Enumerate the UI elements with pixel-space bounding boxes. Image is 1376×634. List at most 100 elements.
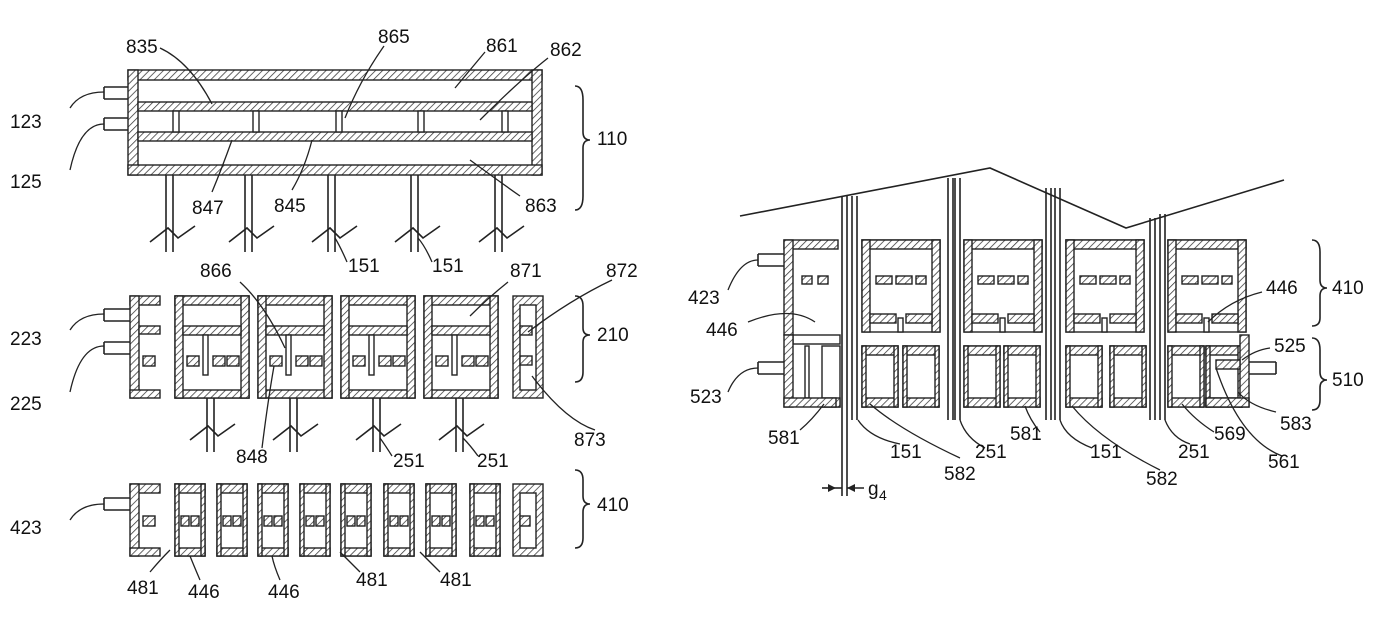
bracket-210 bbox=[574, 295, 591, 383]
bracket-410-left bbox=[574, 469, 591, 549]
cell-410-8 bbox=[469, 483, 501, 557]
label-481-a: 481 bbox=[127, 578, 159, 599]
housing-left-wall bbox=[127, 69, 139, 176]
lower-cell-1 bbox=[861, 345, 899, 408]
lower-modules bbox=[792, 334, 1243, 408]
label-481-b: 481 bbox=[356, 570, 388, 591]
bracket-410-right bbox=[1311, 239, 1328, 327]
label-845: 845 bbox=[274, 196, 306, 217]
label-510: 510 bbox=[1332, 370, 1364, 391]
lower-right-cap-510 bbox=[1205, 334, 1277, 408]
label-251-right-a: 251 bbox=[975, 442, 1007, 463]
assembly-110: 835 865 861 862 123 125 110 847 845 863 … bbox=[10, 27, 627, 277]
label-446-b: 446 bbox=[268, 582, 300, 603]
label-423: 423 bbox=[10, 518, 42, 539]
label-582-a: 582 bbox=[944, 464, 976, 485]
label-110: 110 bbox=[597, 129, 627, 150]
assembly-410-left: 423 410 481 446 446 481 481 bbox=[10, 469, 629, 603]
label-446-right-a: 446 bbox=[706, 320, 738, 341]
label-866: 866 bbox=[200, 261, 232, 282]
label-225: 225 bbox=[10, 394, 42, 415]
cells-410 bbox=[174, 483, 544, 557]
label-871: 871 bbox=[510, 261, 542, 282]
inlet-pipe-125 bbox=[103, 117, 128, 131]
label-862: 862 bbox=[550, 40, 582, 61]
right-cap-210 bbox=[512, 295, 544, 399]
label-561: 561 bbox=[1268, 452, 1300, 473]
cell-410-1 bbox=[174, 483, 206, 557]
label-481-c: 481 bbox=[440, 570, 472, 591]
leader-lines-110 bbox=[69, 45, 549, 263]
label-863: 863 bbox=[525, 196, 557, 217]
boundary-line bbox=[739, 167, 1285, 229]
label-223: 223 bbox=[10, 329, 42, 350]
bracket-510 bbox=[1311, 337, 1328, 411]
label-423-right: 423 bbox=[688, 288, 720, 309]
assembly-410-510-right: 423 446 446 410 525 510 523 583 581 151 … bbox=[688, 167, 1364, 503]
label-848: 848 bbox=[236, 447, 268, 468]
lower-cell-3 bbox=[963, 345, 1001, 408]
label-125: 125 bbox=[10, 172, 42, 193]
upper-module-2 bbox=[963, 239, 1043, 333]
label-gap-subscript: 4 bbox=[879, 487, 887, 503]
lower-cell-2 bbox=[902, 345, 940, 408]
label-523: 523 bbox=[690, 387, 722, 408]
lower-cell-6 bbox=[1109, 345, 1147, 408]
cell-410-4 bbox=[299, 483, 331, 557]
upper-module-3 bbox=[1065, 239, 1145, 333]
label-865: 865 bbox=[378, 27, 410, 48]
label-gap: g bbox=[868, 479, 879, 500]
label-872: 872 bbox=[606, 261, 638, 282]
label-446-a: 446 bbox=[188, 582, 220, 603]
leader-lines-210 bbox=[69, 279, 613, 457]
plate-835 bbox=[137, 101, 533, 112]
label-581-a: 581 bbox=[768, 428, 800, 449]
outlet-tubes-151 bbox=[149, 175, 525, 252]
label-123: 123 bbox=[10, 112, 42, 133]
cell-410-3 bbox=[257, 483, 289, 557]
label-410: 410 bbox=[597, 495, 629, 516]
left-cap-210 bbox=[103, 295, 161, 399]
lower-cell-7 bbox=[1167, 345, 1205, 408]
bracket-110 bbox=[574, 85, 591, 211]
lower-cell-4 bbox=[1003, 345, 1041, 408]
upper-module-1 bbox=[861, 239, 941, 333]
label-210: 210 bbox=[597, 325, 629, 346]
label-525: 525 bbox=[1274, 336, 1306, 357]
inlet-pipe-123 bbox=[103, 86, 128, 100]
label-861: 861 bbox=[486, 36, 518, 57]
label-151-right-a: 151 bbox=[890, 442, 922, 463]
plate-845 bbox=[137, 131, 533, 142]
label-569: 569 bbox=[1214, 424, 1246, 445]
upper-module-4 bbox=[1167, 239, 1247, 333]
module-210-1 bbox=[174, 295, 250, 399]
cell-410-2 bbox=[216, 483, 248, 557]
label-151-right-b: 151 bbox=[1090, 442, 1122, 463]
cell-410-7 bbox=[425, 483, 457, 557]
outlet-tubes-251 bbox=[189, 398, 485, 452]
label-410-right: 410 bbox=[1332, 278, 1364, 299]
label-251-b: 251 bbox=[477, 451, 509, 472]
module-210-3 bbox=[340, 295, 416, 399]
label-251-right-b: 251 bbox=[1178, 442, 1210, 463]
housing-right-wall bbox=[531, 69, 543, 176]
cell-410-6 bbox=[383, 483, 415, 557]
upper-modules bbox=[861, 239, 1247, 333]
assembly-210: 866 871 872 223 225 210 848 251 251 873 bbox=[10, 261, 638, 472]
label-582-b: 582 bbox=[1146, 469, 1178, 490]
modules-210 bbox=[174, 295, 499, 399]
label-251-a: 251 bbox=[393, 451, 425, 472]
module-210-2 bbox=[257, 295, 333, 399]
gap-indicator bbox=[822, 420, 864, 496]
label-873: 873 bbox=[574, 430, 606, 451]
cell-410-5 bbox=[340, 483, 372, 557]
label-583: 583 bbox=[1280, 414, 1312, 435]
label-835: 835 bbox=[126, 37, 158, 58]
label-151-b: 151 bbox=[432, 256, 464, 277]
long-tubes bbox=[841, 178, 1166, 420]
module-210-4 bbox=[423, 295, 499, 399]
leader-lines-410 bbox=[69, 503, 441, 581]
upper-row-410 bbox=[783, 239, 839, 336]
label-581-b: 581 bbox=[1010, 424, 1042, 445]
